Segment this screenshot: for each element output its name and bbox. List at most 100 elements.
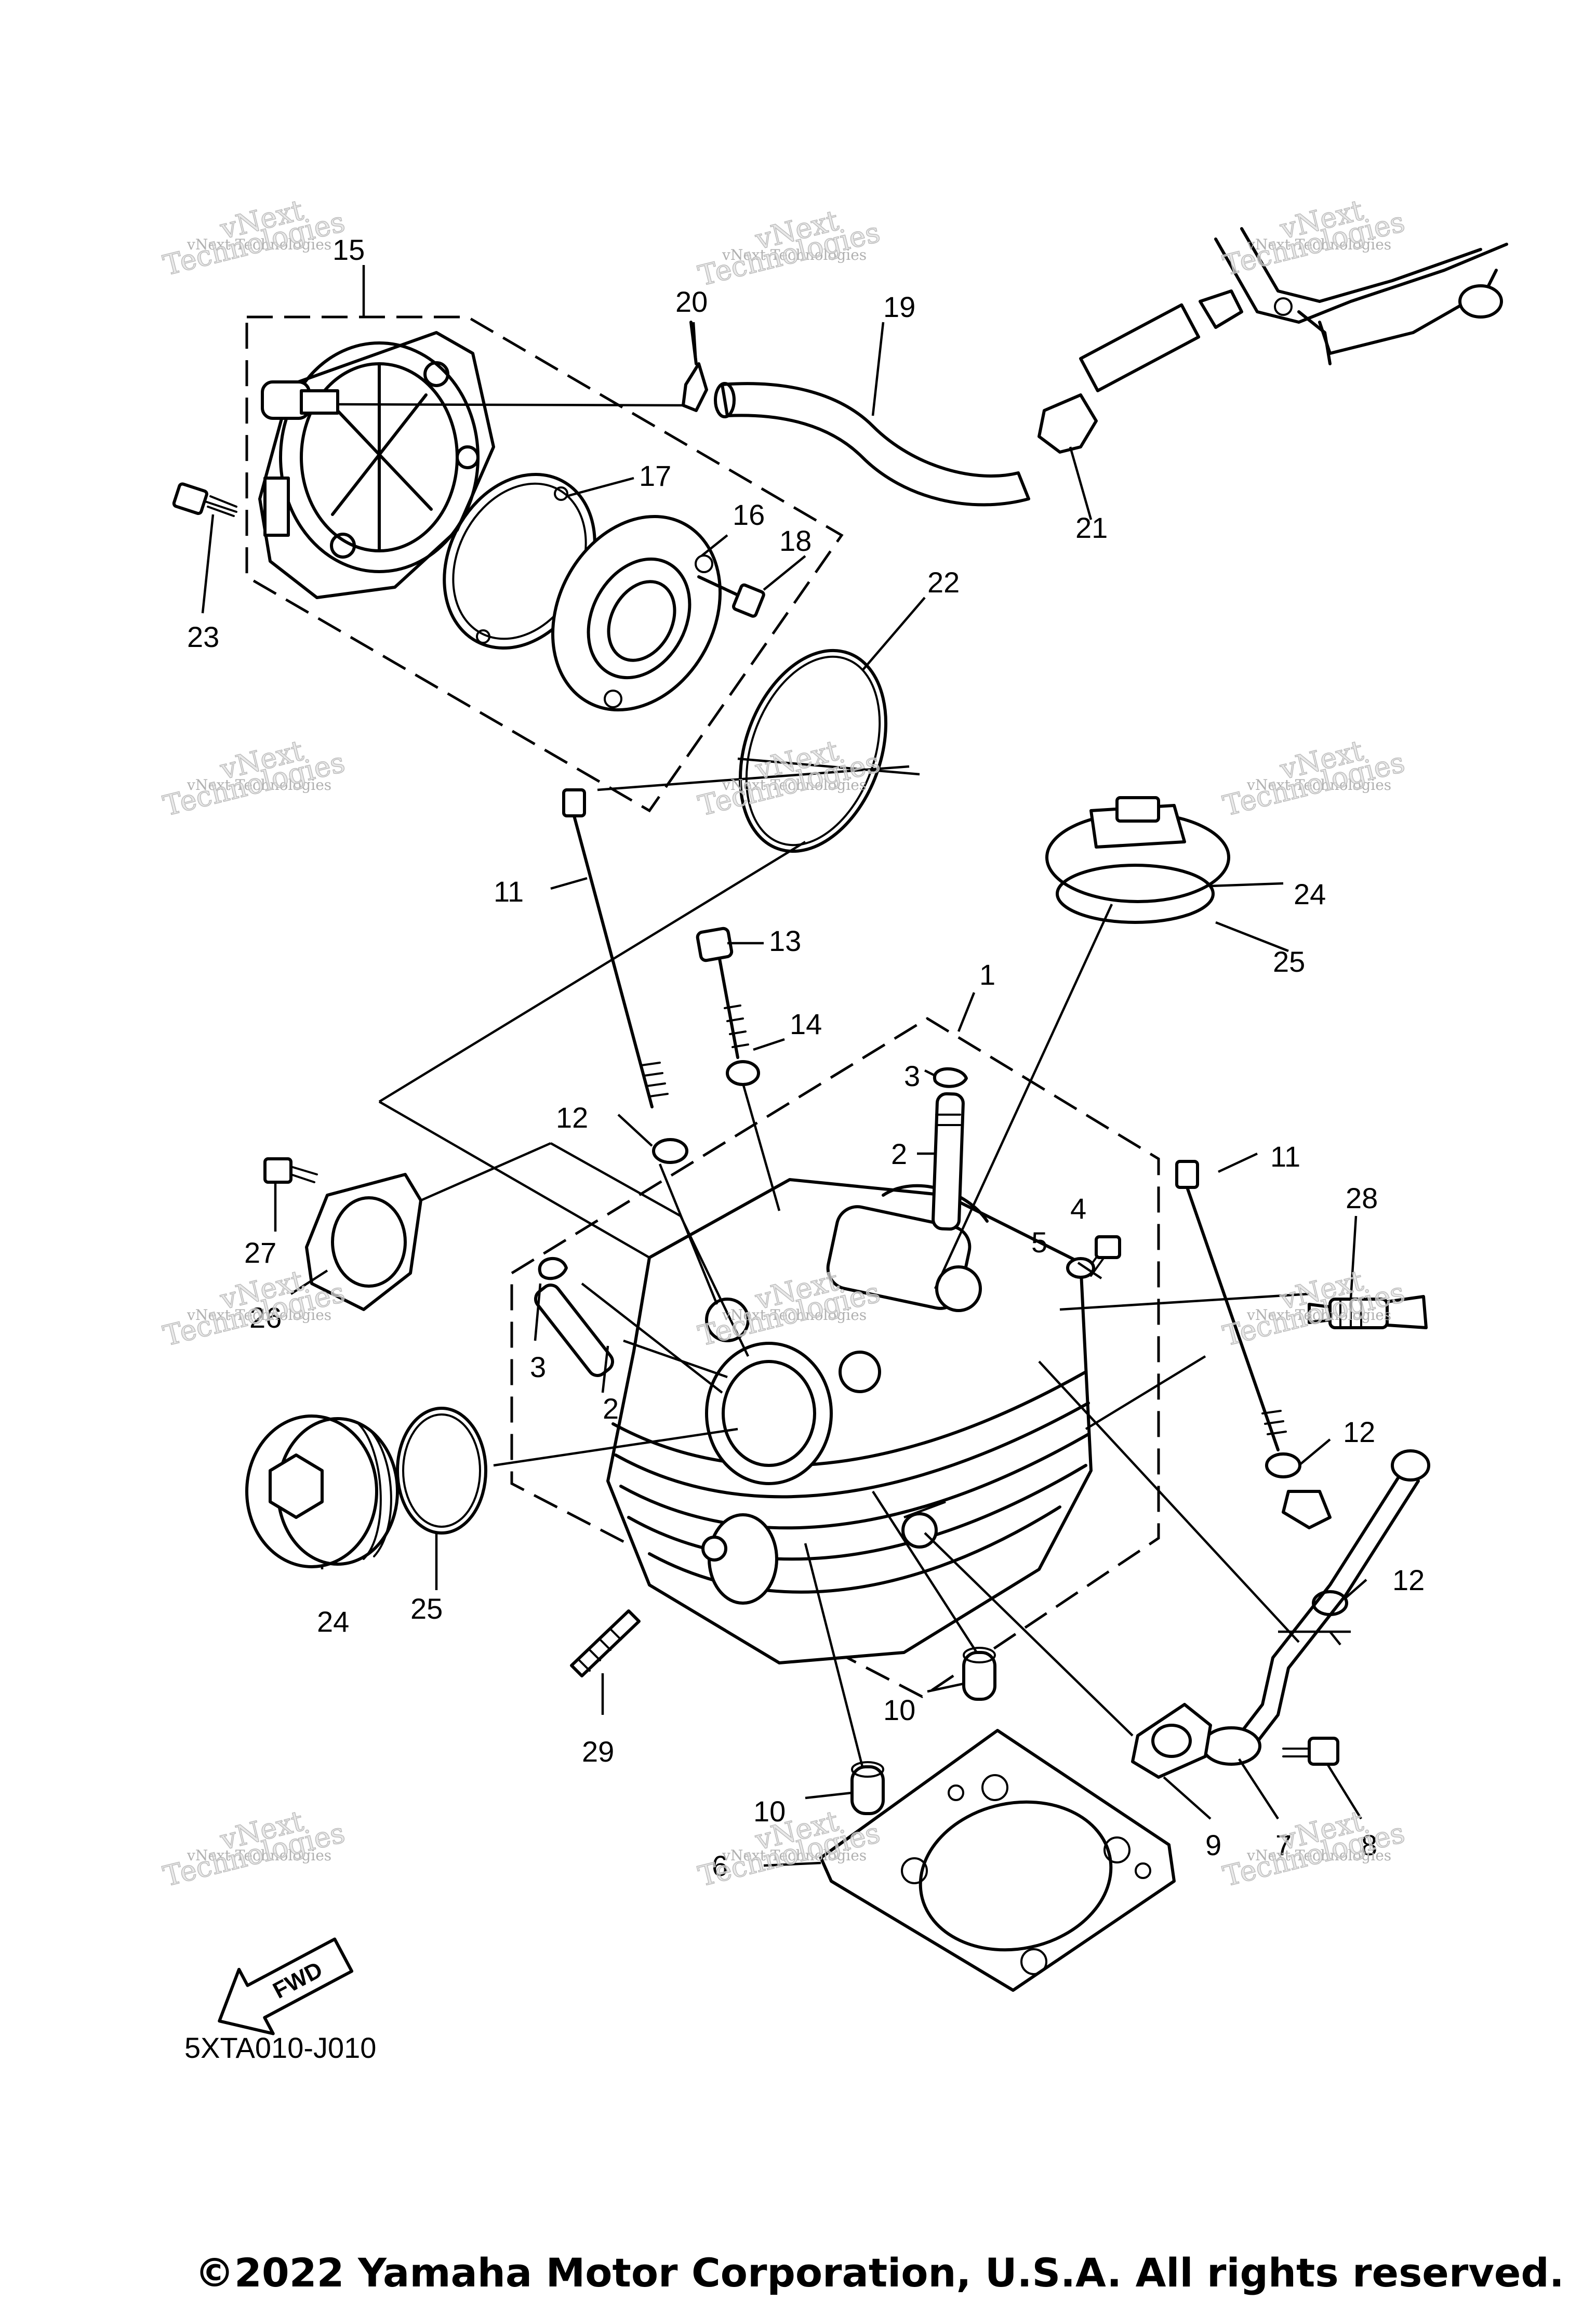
callout-20: 20 (675, 285, 708, 318)
part-valve-guide-2-top (932, 1092, 965, 1231)
callout-10b: 10 (753, 1795, 786, 1828)
callout-12: 12 (556, 1101, 588, 1134)
watermark: vNext Technologies vNext Technologies (695, 204, 884, 293)
callout-14: 14 (790, 1008, 822, 1040)
part-oil-pipe-7 (1201, 1449, 1430, 1766)
part-o-ring-25-lower (396, 1407, 487, 1535)
part-stud-11-right (1175, 1160, 1287, 1451)
callout-12c: 12 (1392, 1564, 1425, 1596)
callout-5: 5 (1031, 1226, 1047, 1259)
callout-26: 26 (249, 1301, 282, 1334)
callout-22: 22 (927, 566, 960, 599)
diagram-code: 5XTA010-J010 (184, 2031, 376, 2064)
callout-13: 13 (769, 924, 801, 957)
part-bracket-26 (305, 1173, 422, 1311)
callout-11b: 11 (1270, 1140, 1300, 1173)
callout-28: 28 (1346, 1182, 1378, 1214)
svg-text:vNext Technologies: vNext Technologies (722, 1847, 867, 1864)
callout-29: 29 (582, 1735, 614, 1768)
callout-labels: 15 20 19 17 16 18 21 22 23 11 13 14 1 24… (187, 233, 1425, 1882)
svg-text:vNext Technologies: vNext Technologies (722, 1306, 867, 1324)
svg-text:vNext Technologies: vNext Technologies (1246, 1306, 1391, 1324)
part-dowel-10-upper (962, 1647, 996, 1701)
part-o-ring-25-top (1056, 864, 1215, 924)
svg-text:vNext Technologies: vNext Technologies (187, 1847, 331, 1864)
part-bolt-18 (697, 575, 765, 618)
watermark: vNext Technologies vNext Technologies (159, 193, 349, 283)
part-stud-11-left (562, 788, 669, 1108)
part-washer-14 (726, 1060, 760, 1086)
part-stud-29 (570, 1609, 641, 1677)
callout-2: 2 (891, 1138, 907, 1170)
part-plate-16 (551, 514, 722, 712)
frame-fragment (1214, 227, 1508, 365)
svg-text:vNext Technologies: vNext Technologies (187, 1306, 331, 1324)
callout-21: 21 (1075, 511, 1108, 544)
callout-10: 10 (883, 1694, 915, 1726)
part-head-gasket-6 (819, 1729, 1176, 1992)
svg-text:vNext Technologies: vNext Technologies (1246, 236, 1391, 253)
callout-9: 9 (1205, 1829, 1221, 1861)
callout-8: 8 (1361, 1829, 1377, 1861)
svg-text:vNext Technologies: vNext Technologies (722, 246, 867, 263)
part-spark-plug-28 (1308, 1295, 1428, 1329)
part-clamp-21 (1038, 289, 1243, 454)
callout-3: 3 (904, 1060, 920, 1092)
assembly-outline-15 (245, 315, 844, 813)
part-washer-5 (1066, 1257, 1095, 1279)
callout-12b: 12 (1343, 1416, 1375, 1448)
callout-23: 23 (187, 620, 219, 653)
part-washer-12-lower (1312, 1590, 1348, 1616)
watermark: vNext Technologies vNext Technologies (1219, 193, 1408, 283)
callout-2b: 2 (603, 1392, 619, 1425)
watermark: vNext Technologies vNext Technologies (159, 734, 349, 823)
leader-lines (201, 265, 1367, 1867)
copyright-notice: ©2022 Yamaha Motor Corporation, U.S.A. A… (195, 2250, 1564, 2296)
callout-25: 25 (1273, 945, 1305, 978)
part-bolt-13 (696, 927, 749, 1059)
callout-6: 6 (712, 1849, 728, 1882)
part-bolt-8 (1282, 1737, 1339, 1766)
callout-27: 27 (244, 1236, 276, 1269)
part-o-ring-22 (738, 649, 888, 853)
part-bolt-23 (172, 482, 237, 517)
watermark: vNext Technologies vNext Technologies (159, 1804, 349, 1894)
callout-17: 17 (639, 459, 671, 492)
part-bolt-27 (263, 1157, 318, 1184)
callout-15: 15 (332, 233, 365, 266)
part-breather-cover (258, 331, 495, 599)
watermark: vNext Technologies vNext Technologies (1219, 1804, 1408, 1894)
part-washer-12-right (1265, 1452, 1301, 1478)
part-bolt-4 (1082, 1235, 1121, 1277)
part-cap-24-top (1045, 796, 1230, 903)
callout-18: 18 (779, 524, 812, 557)
watermark: vNext Technologies vNext Technologies (1219, 1264, 1408, 1353)
part-gasket-9 (1131, 1703, 1212, 1779)
part-circlip-3-left (538, 1257, 568, 1280)
assembly-outline-1 (510, 1017, 1160, 1698)
callout-24: 24 (1294, 878, 1326, 910)
part-circlip-3-top (933, 1067, 968, 1088)
callout-4: 4 (1070, 1192, 1086, 1225)
svg-text:vNext Technologies: vNext Technologies (187, 236, 331, 253)
svg-text:vNext Technologies: vNext Technologies (1246, 1847, 1391, 1864)
part-washer-12-top (652, 1138, 688, 1164)
svg-text:vNext Technologies: vNext Technologies (1246, 776, 1391, 794)
part-cylinder-head (606, 1178, 1093, 1664)
callout-1: 1 (979, 958, 995, 991)
part-hose-19 (714, 382, 1030, 507)
callout-25b: 25 (410, 1592, 443, 1625)
svg-text:vNext Technologies: vNext Technologies (187, 776, 331, 794)
callout-19: 19 (883, 290, 915, 323)
callout-16: 16 (733, 498, 765, 531)
fwd-arrow-icon: FWD (218, 1937, 354, 2035)
watermark: vNext Technologies vNext Technologies (1219, 734, 1408, 823)
watermark: vNext Technologies vNext Technologies (695, 734, 884, 823)
part-dowel-10-lower (850, 1761, 885, 1815)
callout-24b: 24 (317, 1605, 349, 1638)
part-cap-24-lower (245, 1414, 399, 1568)
callout-7: 7 (1275, 1829, 1292, 1861)
callout-11: 11 (494, 875, 524, 908)
callout-3b: 3 (530, 1351, 546, 1383)
